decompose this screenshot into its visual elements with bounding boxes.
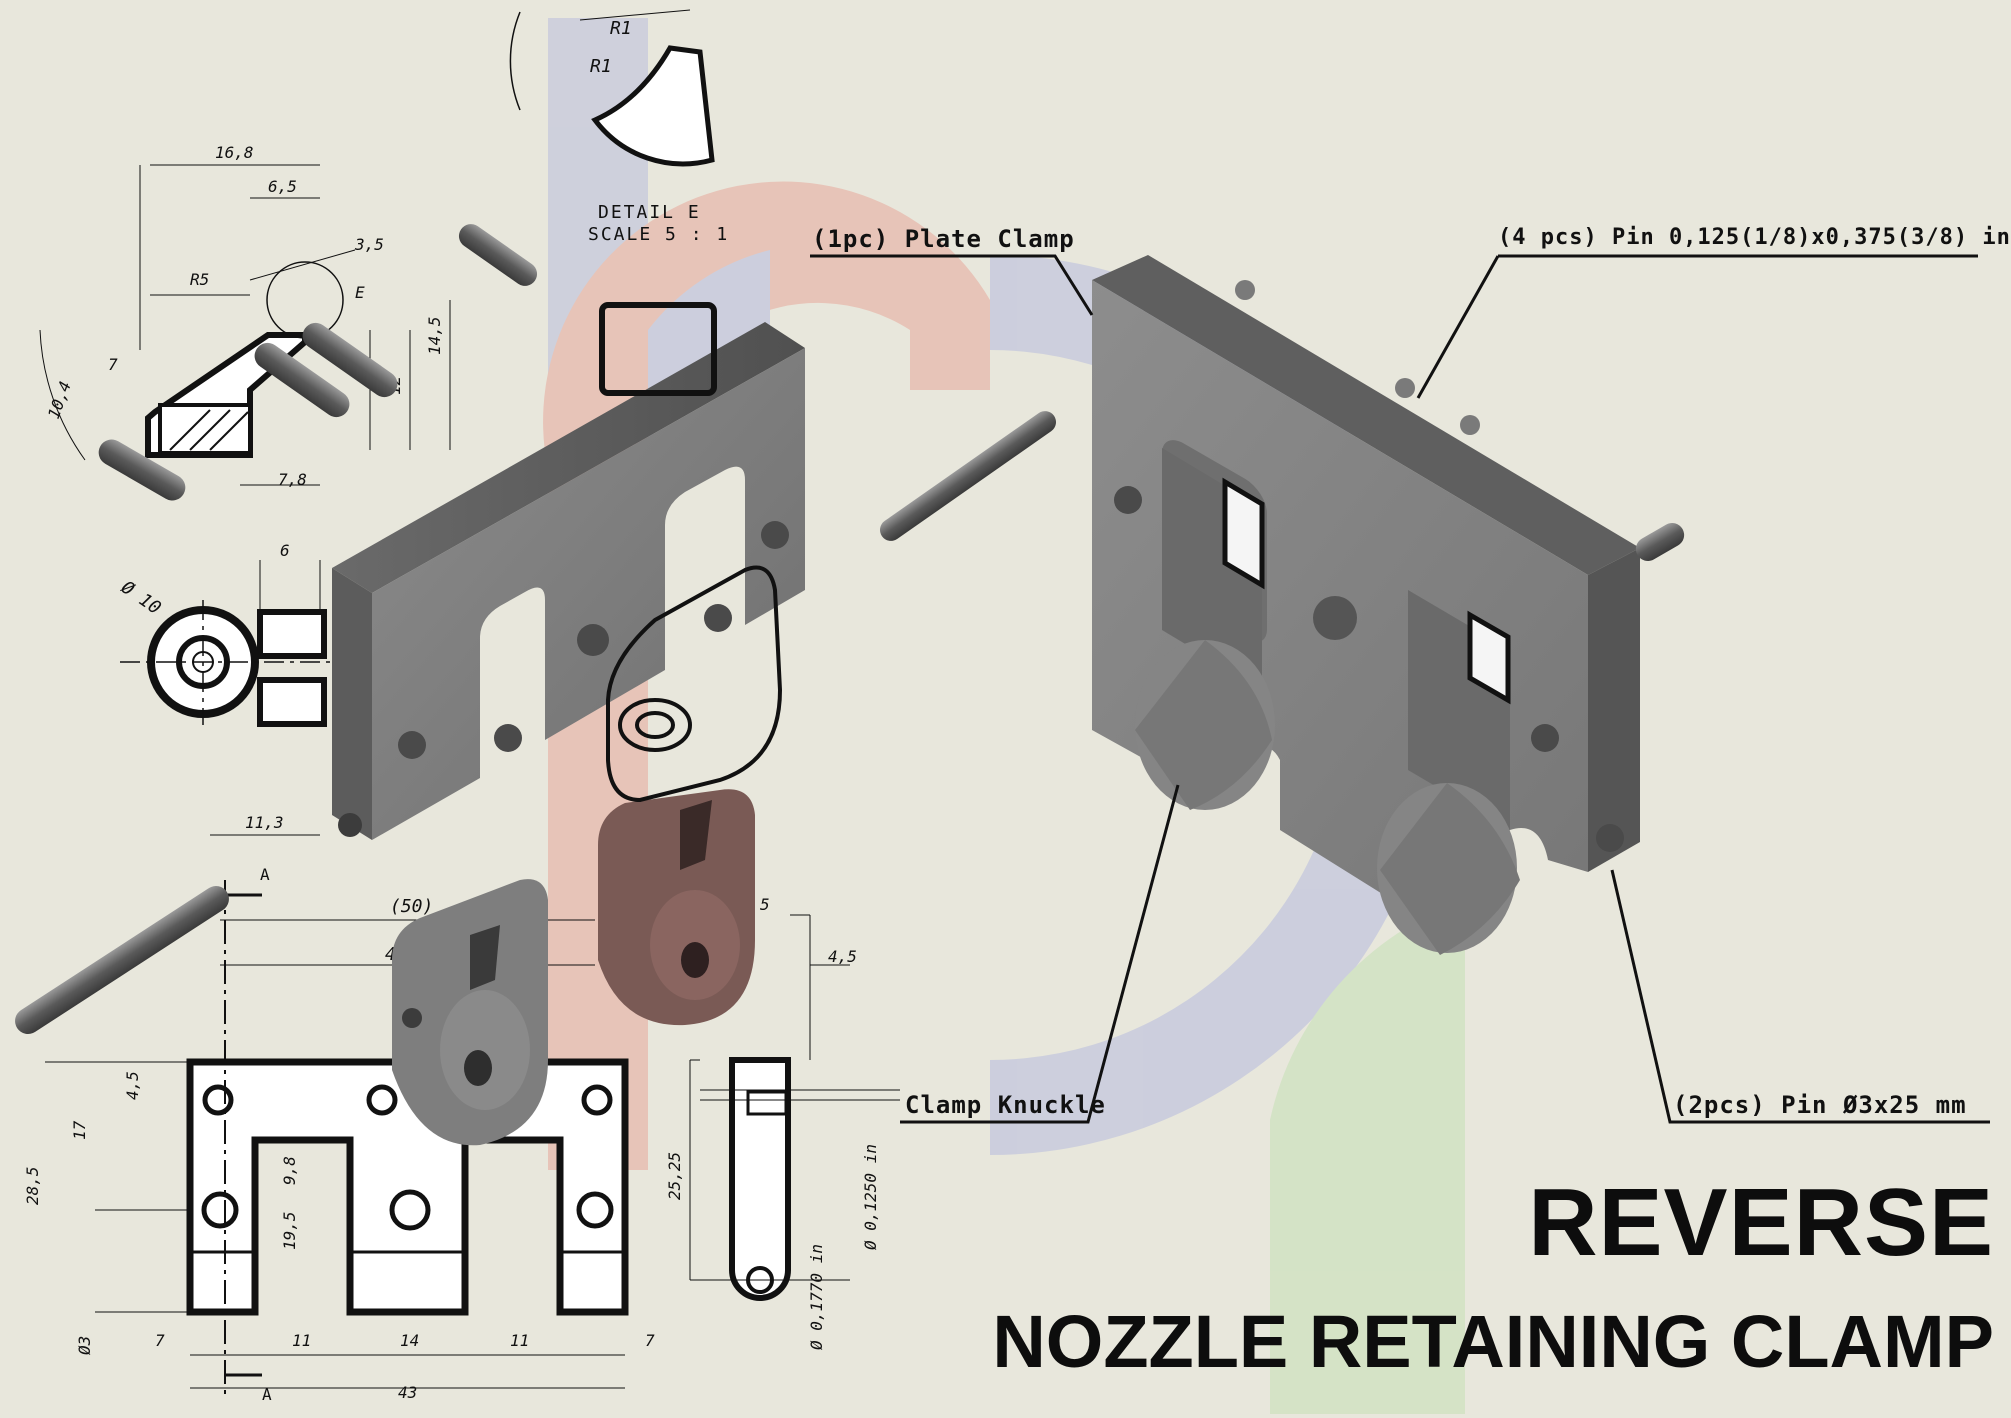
pin-inch-3 bbox=[254, 342, 350, 418]
dim-17: 17 bbox=[70, 1120, 89, 1140]
dim-4-5: 4,5 bbox=[123, 1071, 142, 1100]
dim-25-25: 25,25 bbox=[665, 1152, 684, 1200]
dim-11-right: 11 bbox=[510, 1331, 529, 1350]
dim-dia-10: Ø 10 bbox=[117, 577, 165, 619]
clamp-knuckle-part-2 bbox=[598, 789, 755, 1026]
dim-r1-bottom: R1 bbox=[590, 56, 612, 77]
dim-14: 14 bbox=[400, 1331, 419, 1350]
leader-pin-inch bbox=[1416, 255, 1500, 399]
pin-inch-1 bbox=[458, 224, 538, 286]
dim-7-8: 7,8 bbox=[278, 470, 307, 489]
dim-r1-top: R1 bbox=[610, 18, 632, 39]
leader-plate-clamp bbox=[810, 254, 1094, 316]
detail-mark-e: E bbox=[355, 283, 365, 302]
assembled-clamp bbox=[1092, 255, 1685, 955]
section-mark-bottom: A bbox=[262, 1385, 272, 1404]
clamp-knuckle-part-1 bbox=[392, 879, 548, 1146]
watermark-green-shape bbox=[1270, 900, 1465, 1414]
dim-7-left: 7 bbox=[155, 1331, 165, 1350]
detail-e-label: DETAIL E bbox=[598, 202, 701, 223]
dim-dia-3: Ø3 bbox=[75, 1336, 94, 1355]
pin-inch-4 bbox=[98, 439, 186, 501]
section-view-drawing: 5 4,5 25,25 Ø 0,1250 in Ø 0,1770 in bbox=[665, 895, 900, 1350]
dim-9-8: 9,8 bbox=[280, 1156, 299, 1185]
callout-plate-clamp: (1pc) Plate Clamp bbox=[812, 225, 1075, 253]
page-title: REVERSE bbox=[1528, 1169, 1994, 1276]
dim-14-5: 14,5 bbox=[425, 316, 444, 355]
callout-leaders bbox=[810, 254, 1990, 1124]
leader-clamp-knuckle bbox=[900, 784, 1180, 1124]
page-subtitle: NOZZLE RETAINING CLAMP bbox=[992, 1300, 1994, 1383]
dim-19-5: 19,5 bbox=[280, 1211, 299, 1250]
dim-5: 5 bbox=[760, 895, 770, 914]
callout-pin-inch: (4 pcs) Pin 0,125(1/8)x0,375(3/8) in bbox=[1498, 225, 2011, 250]
pin-mm-1 bbox=[15, 886, 229, 1034]
dim-dia-0-177: Ø 0,1770 in bbox=[807, 1244, 826, 1350]
dim-11-left: 11 bbox=[292, 1331, 311, 1350]
section-view-outline bbox=[729, 1057, 791, 1301]
dim-4-5-section: 4,5 bbox=[828, 947, 857, 966]
top-view-drawing: 16,8 6,5 3,5 R5 7 14,5 12 7,8 10,4 E bbox=[39, 143, 451, 489]
plate-clamp-part bbox=[332, 322, 805, 840]
dim-r5: R5 bbox=[190, 270, 209, 289]
pin-mm-2 bbox=[879, 411, 1057, 541]
dim-43: 43 bbox=[398, 1383, 417, 1402]
detail-e-profile bbox=[591, 45, 715, 167]
knuckle-ghost-outline bbox=[599, 302, 783, 803]
dim-16-8: 16,8 bbox=[215, 143, 254, 162]
detail-e-drawing: R1 R1 DETAIL E SCALE 5 : 1 bbox=[509, 9, 729, 245]
callout-clamp-knuckle: Clamp Knuckle bbox=[905, 1091, 1106, 1119]
side-view-drawing: 6 Ø 10 11,3 bbox=[117, 541, 340, 836]
dim-50: (50) bbox=[390, 896, 433, 917]
detail-e-circle bbox=[266, 261, 344, 339]
dim-6: 6 bbox=[280, 541, 290, 560]
dim-28-5: 28,5 bbox=[23, 1166, 42, 1205]
dim-dia-0-125: Ø 0,1250 in bbox=[861, 1144, 880, 1250]
dim-3-5: 3,5 bbox=[354, 235, 384, 254]
dim-7-right: 7 bbox=[645, 1331, 655, 1350]
section-mark-top: A bbox=[260, 865, 270, 884]
detail-e-scale: SCALE 5 : 1 bbox=[588, 224, 729, 245]
leader-pin-mm bbox=[1610, 869, 1990, 1124]
dim-11-3: 11,3 bbox=[245, 813, 284, 832]
dim-7: 7 bbox=[108, 355, 118, 374]
callout-pin-mm: (2pcs) Pin Ø3x25 mm bbox=[1673, 1091, 1967, 1119]
dim-6-5: 6,5 bbox=[268, 177, 297, 196]
pin-inch-2 bbox=[302, 322, 398, 398]
